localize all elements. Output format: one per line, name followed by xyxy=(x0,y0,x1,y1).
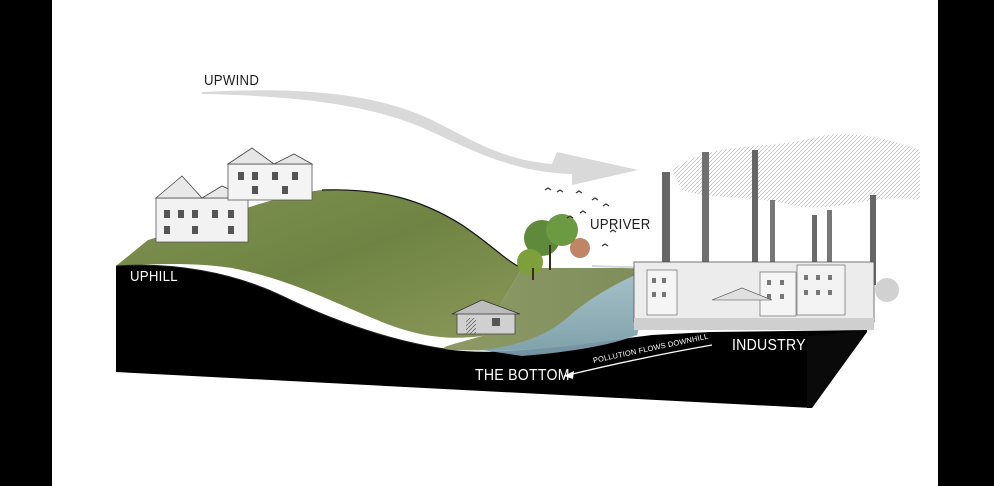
industry-label: INDUSTRY xyxy=(732,337,806,354)
terrain-block xyxy=(116,265,867,408)
trees-illustration xyxy=(517,214,590,280)
shack-illustration xyxy=(451,299,521,335)
river-illustration xyxy=(482,272,652,356)
pollution-arrow-icon xyxy=(563,344,713,377)
terrain-scene xyxy=(115,90,920,408)
victorian-mansions-illustration xyxy=(154,147,314,243)
diagram-canvas: UPWIND UPRIVER UPHILL INDUSTRY THE BOTTO… xyxy=(52,0,938,486)
terrain-side xyxy=(807,330,867,408)
uphill-label: UPHILL xyxy=(130,268,178,285)
upwind-label: UPWIND xyxy=(204,72,260,89)
upriver-label: UPRIVER xyxy=(590,216,651,233)
the-bottom-label: THE BOTTOM xyxy=(475,367,570,384)
wind-arrow-icon xyxy=(202,90,638,185)
birds-icon xyxy=(544,187,617,247)
factory-smokestacks-illustration xyxy=(633,134,920,330)
